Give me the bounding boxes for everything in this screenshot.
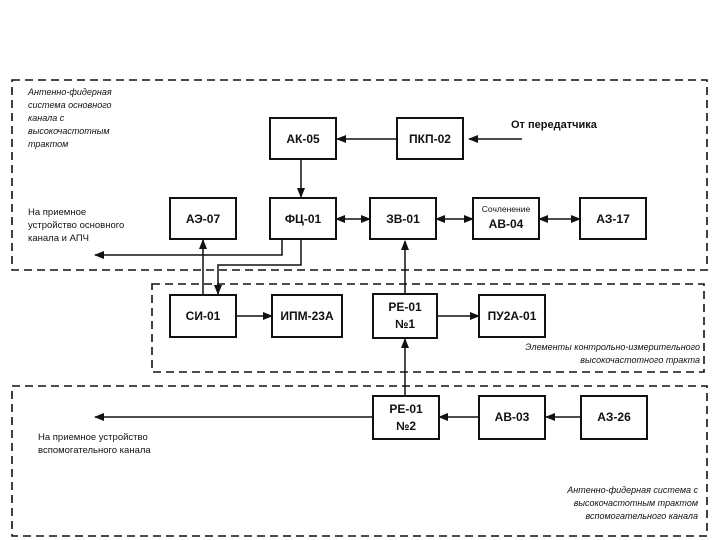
block-pu2a01: ПУ2А-01 [478,294,546,338]
svg-text:АВ-03: АВ-03 [495,410,530,424]
block-re01-1: РЕ-01 №1 [372,293,438,339]
wire-fc01-to-si01 [214,240,302,295]
svg-text:вспомогательного канала: вспомогательного канала [586,511,698,521]
svg-text:АК-05: АК-05 [286,132,320,146]
svg-text:канала с: канала с [28,113,65,123]
svg-text:трактом: трактом [28,139,68,149]
svg-text:АЭ-07: АЭ-07 [186,212,221,226]
measurement-region-caption: Элементы контрольно-измерительного высок… [525,342,700,365]
svg-text:Антенно-фидерная система с: Антенно-фидерная система с [566,485,698,495]
wire-fc01-to-main-receiver [94,240,283,259]
label-main-receiver: На приемное устройство основного канала … [28,207,124,244]
svg-text:РЕ-01: РЕ-01 [389,402,423,416]
block-ipm23a: ИПМ-23А [271,294,343,338]
svg-text:ФЦ-01: ФЦ-01 [285,212,322,226]
svg-text:высокочастотным трактом: высокочастотным трактом [574,498,698,508]
block-si01: СИ-01 [169,294,237,338]
aux-region-caption: Антенно-фидерная система с высокочастотн… [566,485,698,521]
measurement-elements-region [151,283,705,373]
svg-text:№2: №2 [396,419,416,433]
svg-text:ПКП-02: ПКП-02 [409,132,451,146]
svg-text:На приемное: На приемное [28,207,86,218]
svg-text:АЗ-26: АЗ-26 [597,410,631,424]
block-az17: АЗ-17 [579,197,647,240]
svg-text:вспомогательного канала: вспомогательного канала [38,445,151,456]
block-zv01: ЗВ-01 [369,197,437,240]
svg-text:высокочастотным: высокочастотным [28,126,109,136]
svg-text:АВ-04: АВ-04 [489,217,524,231]
svg-text:На приемное устройство: На приемное устройство [38,432,148,443]
block-ae07: АЭ-07 [169,197,237,240]
block-az26: АЗ-26 [580,395,648,440]
block-pkp02: ПКП-02 [396,117,464,160]
svg-text:Антенно-фидерная: Антенно-фидерная [27,87,112,97]
svg-text:РЕ-01: РЕ-01 [388,300,422,314]
svg-text:ЗВ-01: ЗВ-01 [386,212,420,226]
block-ak05: АК-05 [269,117,337,160]
svg-text:канала и АПЧ: канала и АПЧ [28,233,89,244]
svg-text:ПУ2А-01: ПУ2А-01 [488,309,537,323]
aux-antenna-system-region [11,385,708,537]
svg-text:высокочастотного тракта: высокочастотного тракта [580,355,700,365]
svg-text:Элементы контрольно-измеритель: Элементы контрольно-измерительного [525,342,700,352]
svg-text:СИ-01: СИ-01 [186,309,221,323]
svg-text:ИПМ-23А: ИПМ-23А [280,309,334,323]
svg-text:Сочленение: Сочленение [482,204,531,214]
svg-text:АЗ-17: АЗ-17 [596,212,630,226]
block-fc01: ФЦ-01 [269,197,337,240]
svg-text:устройство основного: устройство основного [28,220,124,231]
label-from-transmitter: От передатчика [511,119,598,131]
block-re01-2: РЕ-01 №2 [372,395,440,440]
label-aux-receiver: На приемное устройство вспомогательного … [38,432,151,456]
svg-text:система основного: система основного [28,100,112,110]
block-av03: АВ-03 [478,395,546,440]
svg-text:№1: №1 [395,317,415,331]
main-region-caption: Антенно-фидерная система основного канал… [27,87,112,149]
main-antenna-system-region [11,79,708,271]
block-av04: Сочленение АВ-04 [472,197,540,240]
